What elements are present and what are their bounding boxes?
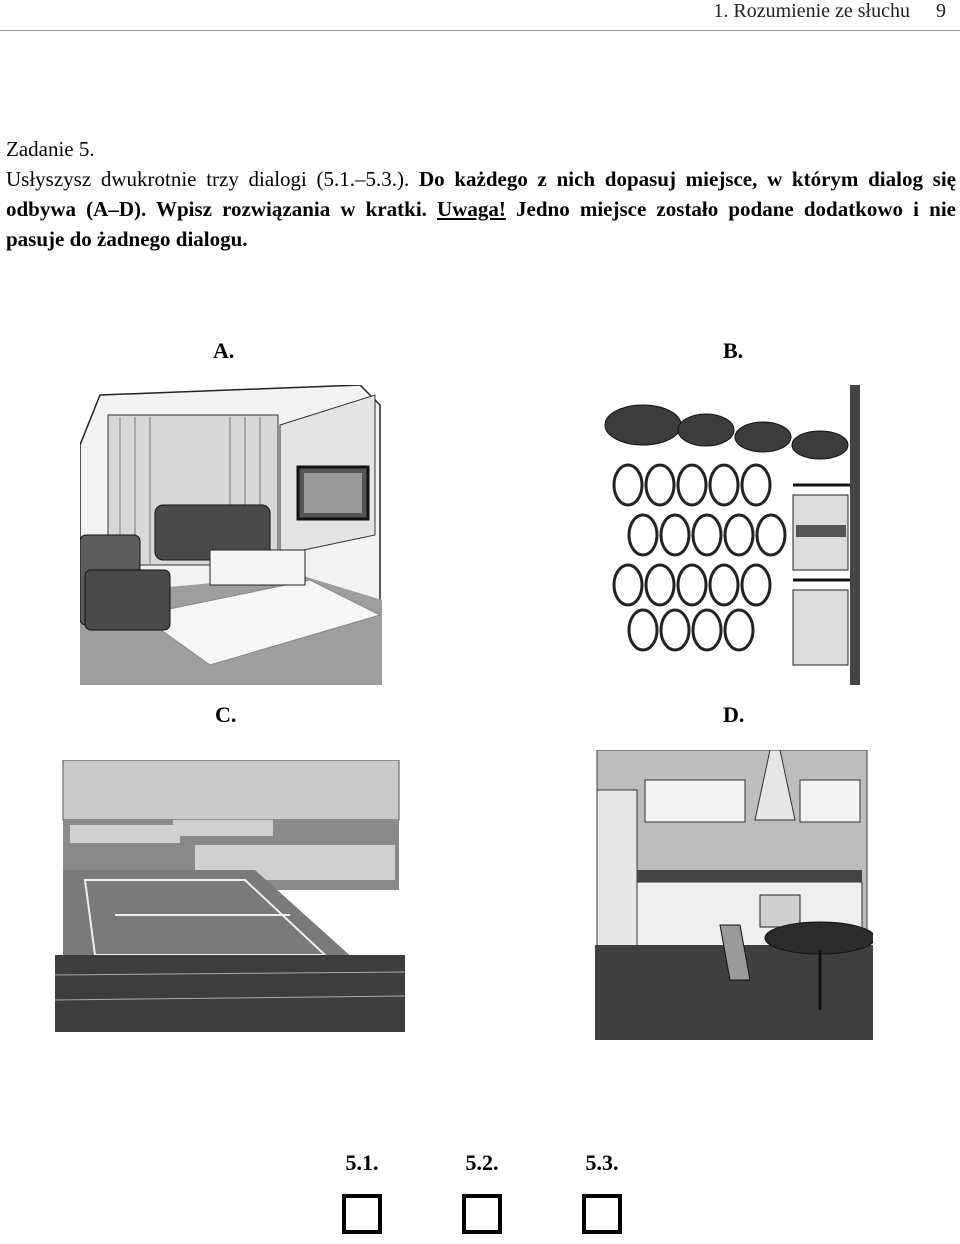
answer-box[interactable] [462, 1194, 502, 1234]
kitchen-illustration [595, 750, 873, 1040]
answer-5-1: 5.1. [332, 1150, 392, 1234]
tennis-shop-illustration [598, 385, 863, 690]
instruction-note: Jedno miejsce zostało podane dodatkowo i… [6, 197, 956, 251]
living-room-illustration [80, 385, 382, 685]
answer-label: 5.1. [345, 1150, 379, 1175]
warning-label: Uwaga! [437, 197, 506, 221]
answer-label: 5.2. [465, 1150, 499, 1175]
picture-label-a: A. [213, 338, 235, 363]
header-divider [0, 30, 960, 31]
answer-box[interactable] [342, 1194, 382, 1234]
answer-5-3: 5.3. [572, 1150, 632, 1234]
picture-label-d: D. [723, 702, 745, 727]
picture-label-b: B. [723, 338, 744, 363]
tennis-stadium-illustration [55, 760, 405, 1032]
answer-5-2: 5.2. [452, 1150, 512, 1234]
answer-label: 5.3. [585, 1150, 619, 1175]
task-block: Zadanie 5. Usłyszysz dwukrotnie trzy dia… [6, 134, 956, 254]
instruction-intro: Usłyszysz dwukrotnie trzy dialogi (5.1.–… [6, 167, 419, 191]
task-title: Zadanie 5. [6, 137, 95, 161]
instruction-bold: Do każdego z nich dopasuj miejsce, w któ… [6, 167, 956, 221]
picture-label-c: C. [215, 702, 237, 727]
section-title: 1. Rozumienie ze słuchu [713, 0, 910, 22]
answer-box[interactable] [582, 1194, 622, 1234]
page-number: 9 [936, 0, 946, 22]
task-instructions: Usłyszysz dwukrotnie trzy dialogi (5.1.–… [6, 164, 956, 254]
page-header: 1. Rozumienie ze słuchu 9 [713, 0, 946, 23]
